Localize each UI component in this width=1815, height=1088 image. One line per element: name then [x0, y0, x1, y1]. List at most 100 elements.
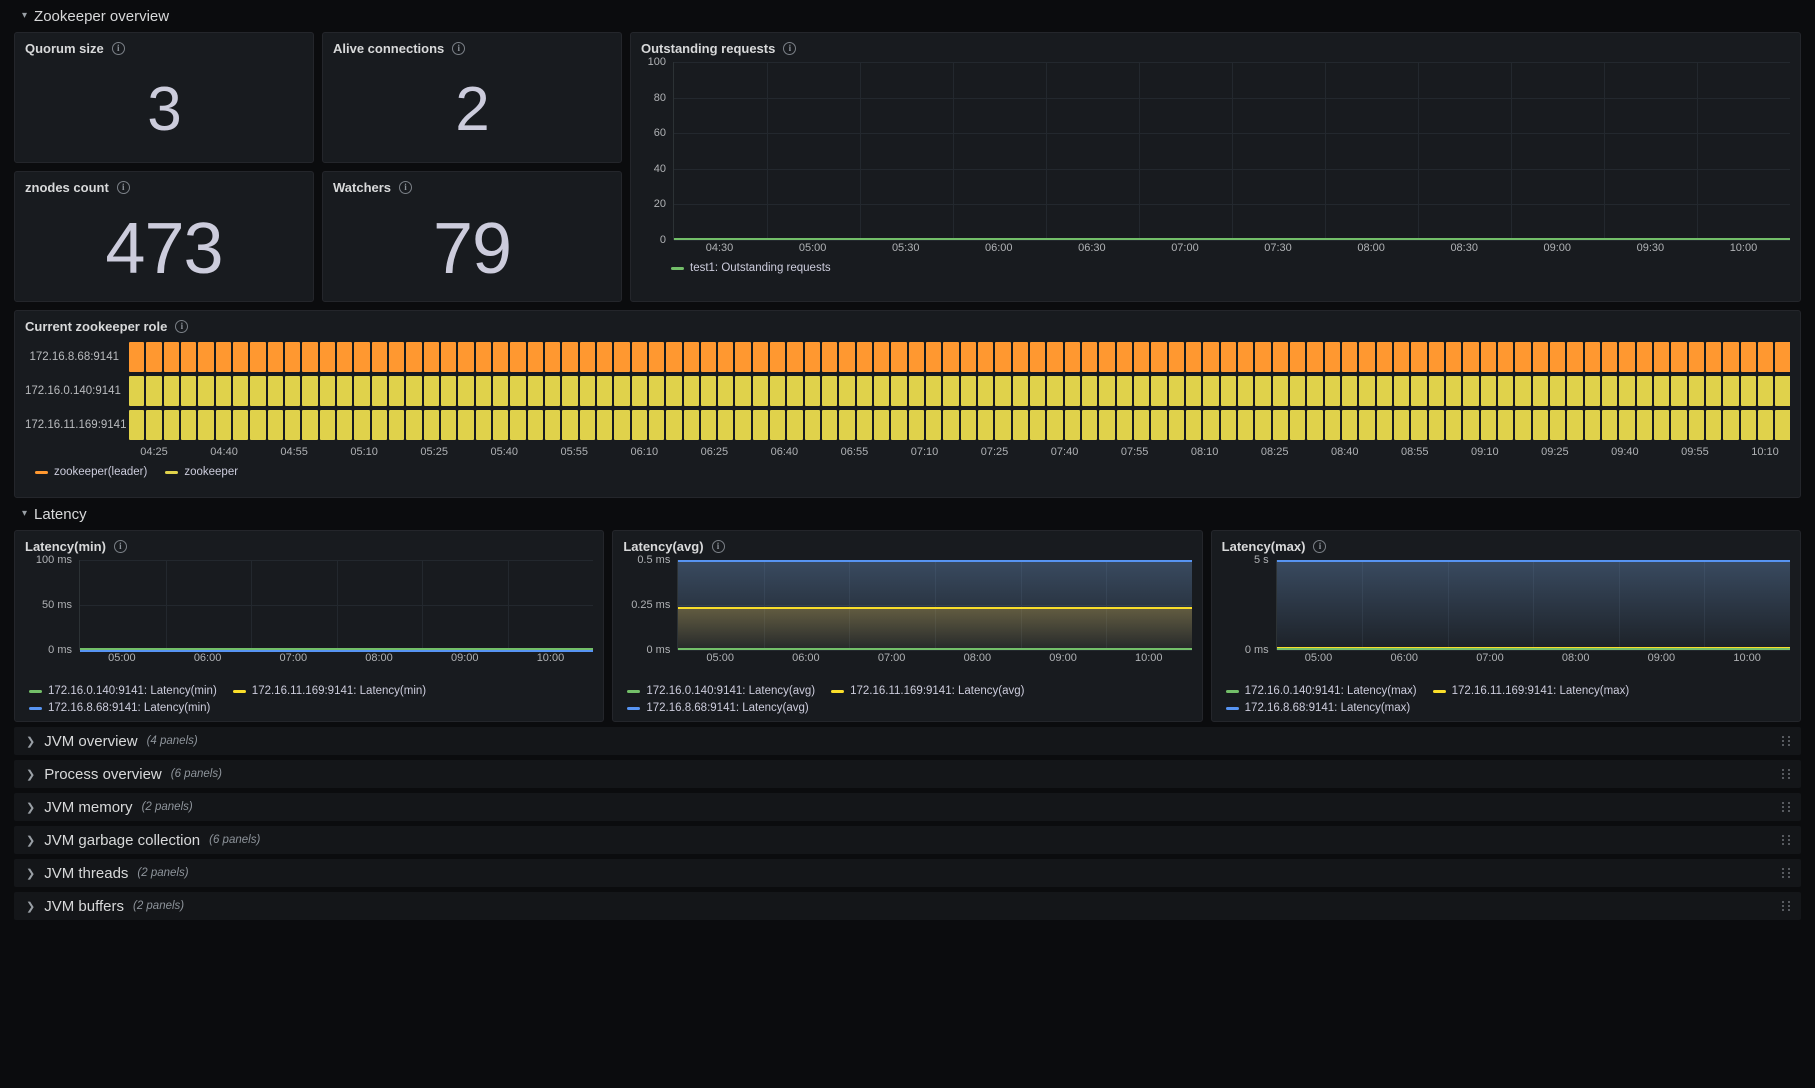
timeline-cell[interactable]	[908, 376, 925, 406]
timeline-track[interactable]	[129, 410, 1790, 440]
timeline-cell[interactable]	[388, 410, 405, 440]
timeline-cell[interactable]	[1203, 376, 1219, 406]
timeline-cell[interactable]	[1688, 342, 1704, 372]
timeline-cell[interactable]	[1134, 410, 1150, 440]
collapsed-row-jvm-overview[interactable]: ❯JVM overview(4 panels)	[14, 727, 1801, 755]
timeline-cell[interactable]	[1584, 376, 1600, 406]
timeline-cell[interactable]	[978, 376, 994, 406]
timeline-cell[interactable]	[129, 376, 145, 406]
drag-handle-icon[interactable]	[1782, 736, 1791, 746]
timeline-cell[interactable]	[943, 376, 959, 406]
timeline-cell[interactable]	[1463, 342, 1479, 372]
timeline-cell[interactable]	[232, 410, 249, 440]
timeline-cell[interactable]	[978, 410, 994, 440]
info-icon[interactable]: i	[399, 181, 413, 194]
timeline-cell[interactable]	[1186, 342, 1202, 372]
timeline-cell[interactable]	[1064, 342, 1081, 372]
timeline-cell[interactable]	[475, 342, 491, 372]
timeline-cell[interactable]	[1220, 410, 1236, 440]
info-icon[interactable]: i	[1313, 540, 1327, 553]
timeline-cell[interactable]	[510, 410, 526, 440]
timeline-cell[interactable]	[319, 376, 335, 406]
timeline-cell[interactable]	[579, 410, 595, 440]
timeline-cell[interactable]	[822, 410, 838, 440]
timeline-cell[interactable]	[700, 410, 717, 440]
timeline-cell[interactable]	[891, 342, 907, 372]
timeline-cell[interactable]	[180, 410, 197, 440]
timeline-cell[interactable]	[804, 342, 821, 372]
legend-item[interactable]: 172.16.11.169:9141: Latency(max)	[1432, 685, 1629, 697]
timeline-cell[interactable]	[856, 376, 873, 406]
timeline-cell[interactable]	[440, 410, 457, 440]
timeline-cell[interactable]	[1393, 410, 1410, 440]
timeline-cell[interactable]	[908, 410, 925, 440]
timeline-cell[interactable]	[614, 376, 630, 406]
timeline-cell[interactable]	[1757, 410, 1774, 440]
timeline-cell[interactable]	[510, 342, 526, 372]
drag-handle-icon[interactable]	[1782, 802, 1791, 812]
timeline-cell[interactable]	[562, 342, 578, 372]
timeline-cell[interactable]	[1168, 376, 1185, 406]
timeline-cell[interactable]	[1532, 376, 1548, 406]
timeline-cell[interactable]	[874, 376, 890, 406]
row-header-zookeeper-overview[interactable]: ▾ Zookeeper overview	[10, 0, 1805, 32]
timeline-cell[interactable]	[700, 376, 717, 406]
timeline-cell[interactable]	[319, 410, 335, 440]
timeline-cell[interactable]	[163, 342, 179, 372]
collapsed-row-jvm-threads[interactable]: ❯JVM threads(2 panels)	[14, 859, 1801, 887]
timeline-cell[interactable]	[874, 342, 890, 372]
timeline-cell[interactable]	[1064, 410, 1081, 440]
timeline-cell[interactable]	[440, 342, 457, 372]
timeline-cell[interactable]	[1324, 376, 1340, 406]
timeline-cell[interactable]	[250, 342, 266, 372]
timeline-cell[interactable]	[1341, 342, 1358, 372]
info-icon[interactable]: i	[113, 540, 127, 553]
timeline-cell[interactable]	[1445, 342, 1462, 372]
timeline-cell[interactable]	[1428, 410, 1444, 440]
timeline-cell[interactable]	[1497, 410, 1514, 440]
timeline-cell[interactable]	[787, 410, 803, 440]
timeline-cell[interactable]	[475, 376, 491, 406]
timeline-cell[interactable]	[1601, 410, 1618, 440]
panel-watchers[interactable]: Watchers i 79	[322, 171, 622, 302]
timeline-cell[interactable]	[614, 410, 630, 440]
timeline-cell[interactable]	[839, 410, 855, 440]
collapsed-row-jvm-garbage-collection[interactable]: ❯JVM garbage collection(6 panels)	[14, 826, 1801, 854]
timeline-cell[interactable]	[1359, 342, 1375, 372]
timeline-cell[interactable]	[1307, 376, 1323, 406]
timeline-cell[interactable]	[1082, 410, 1098, 440]
legend-item[interactable]: zookeeper	[165, 466, 238, 478]
timeline-cell[interactable]	[1775, 410, 1790, 440]
timeline-cell[interactable]	[1099, 342, 1115, 372]
timeline-cell[interactable]	[1030, 376, 1046, 406]
timeline-cell[interactable]	[458, 342, 474, 372]
timeline-cell[interactable]	[856, 410, 873, 440]
timeline-cell[interactable]	[1255, 376, 1271, 406]
timeline-cell[interactable]	[371, 376, 387, 406]
timeline-cell[interactable]	[406, 376, 422, 406]
timeline-cell[interactable]	[180, 342, 197, 372]
timeline-cell[interactable]	[1532, 410, 1548, 440]
timeline-cell[interactable]	[631, 410, 647, 440]
collapsed-row-jvm-memory[interactable]: ❯JVM memory(2 panels)	[14, 793, 1801, 821]
timeline-cell[interactable]	[1255, 342, 1271, 372]
timeline-cell[interactable]	[232, 376, 249, 406]
timeline-cell[interactable]	[1012, 410, 1029, 440]
timeline-cell[interactable]	[995, 376, 1011, 406]
timeline-cell[interactable]	[683, 342, 699, 372]
timeline-cell[interactable]	[1515, 342, 1531, 372]
timeline-cell[interactable]	[1376, 410, 1392, 440]
info-icon[interactable]: i	[452, 42, 466, 55]
timeline-cell[interactable]	[215, 376, 231, 406]
timeline-cell[interactable]	[1515, 410, 1531, 440]
timeline-cell[interactable]	[718, 342, 734, 372]
timeline-cell[interactable]	[1307, 342, 1323, 372]
timeline-cell[interactable]	[1341, 376, 1358, 406]
timeline-cell[interactable]	[1740, 342, 1756, 372]
timeline-track[interactable]	[129, 376, 1790, 406]
timeline-cell[interactable]	[978, 342, 994, 372]
timeline-cell[interactable]	[302, 376, 318, 406]
legend-item[interactable]: test1: Outstanding requests	[671, 262, 831, 274]
